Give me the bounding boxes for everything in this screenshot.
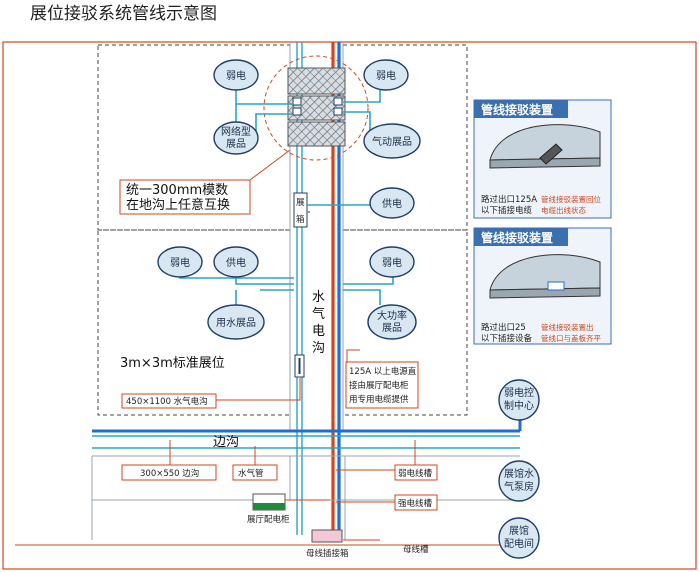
junction-box-char-2: 箱	[296, 214, 305, 225]
svg-text:配电间: 配电间	[504, 537, 534, 550]
svg-text:网络型: 网络型	[221, 125, 251, 138]
node-power-mid-left: 供电	[213, 246, 259, 278]
power-cable-tray-box	[394, 494, 438, 511]
svg-text:弱电: 弱电	[170, 256, 190, 269]
panel-bottom: 管线接驳装置 路过出口25 以下插接设备 管线接驳装置出 管线口与盖板齐平	[473, 227, 612, 345]
node-power-right-upper: 供电	[369, 187, 415, 219]
svg-text:弱电: 弱电	[382, 256, 402, 269]
panel-top-note-red-1: 管线接驳装置回位	[541, 194, 601, 204]
note-125a-line2: 接由展厅配电柜	[349, 380, 409, 391]
svg-text:弱电: 弱电	[226, 69, 246, 82]
node-water-gas-room: 展馆水 气泵房	[498, 460, 540, 502]
busbar-box-icon	[311, 529, 343, 543]
panel-top-note-black-1: 路过出口125A	[481, 194, 537, 205]
trench-char-1: 水	[312, 290, 325, 305]
hall-distribution-cabinet-icon	[252, 493, 286, 511]
page-title: 展位接驳系统管线示意图	[30, 4, 217, 24]
note-125a-line3: 用专用电缆提供	[349, 394, 409, 405]
svg-text:供电: 供电	[382, 197, 402, 210]
panel-top-title: 管线接驳装置	[481, 102, 553, 117]
booth-zone-top-left	[97, 44, 291, 231]
callout-modular-line1: 统一300mm模数	[126, 183, 228, 198]
svg-text:制中心: 制中心	[504, 399, 534, 412]
node-power-room: 展馆 配电间	[498, 517, 540, 559]
node-weak-mid-right: 弱电	[369, 246, 415, 278]
svg-text:大功率: 大功率	[377, 309, 407, 322]
svg-text:展品: 展品	[226, 138, 246, 150]
node-high-power-booth: 大功率 展品	[367, 304, 417, 340]
panel-bottom-title: 管线接驳装置	[481, 230, 553, 245]
svg-text:供电: 供电	[226, 256, 246, 269]
node-weak-mid-left: 弱电	[157, 246, 203, 278]
note-125a-line1: 125A 以上电源直	[349, 366, 417, 377]
booth-label: 3m×3m标准展位	[120, 356, 225, 371]
panel-bottom-note-black-1: 路过出口25	[481, 322, 526, 333]
panel-bottom-note-black-2: 以下插接设备	[481, 333, 533, 344]
callout-lines	[169, 149, 416, 541]
trench-char-4: 沟	[312, 341, 325, 356]
water-gas-pipe-box	[232, 464, 278, 481]
outer-frame	[2, 41, 697, 570]
svg-text:气泵房: 气泵房	[504, 480, 534, 493]
callout-modular-box	[119, 179, 251, 215]
note-125a-box	[345, 361, 419, 409]
svg-text:展品: 展品	[382, 322, 402, 334]
panel-top-note-black-2: 以下插接电缆	[481, 205, 533, 216]
weak-cable-tray-box	[394, 464, 438, 481]
node-pneumatic-booth: 气动展品	[363, 123, 421, 159]
side-trench-size-box	[121, 464, 217, 481]
booth-zone-bottom-left	[97, 229, 291, 416]
svg-text:弱电控: 弱电控	[504, 386, 534, 399]
svg-text:气动展品: 气动展品	[372, 135, 412, 148]
trench-size-label: 450×1100 水气电沟	[126, 396, 208, 407]
side-trench-size: 300×550 边沟	[140, 468, 199, 479]
panel-bottom-note-red-2: 管线口与盖板齐平	[541, 333, 601, 343]
panel-bottom-note-red-1: 管线接驳装置出	[541, 322, 594, 332]
busbar-box: 母线插接箱	[306, 548, 349, 559]
svg-text:展馆水: 展馆水	[504, 467, 534, 480]
highlight-circle	[263, 55, 369, 161]
trench-cover-plates	[287, 67, 346, 147]
svg-text:用水展品: 用水展品	[216, 317, 256, 329]
junction-box-char-1: 展	[296, 198, 305, 208]
callout-modular-line2: 在地沟上任意互换	[126, 197, 230, 213]
svg-text:展馆: 展馆	[509, 524, 529, 537]
svg-text:弱电: 弱电	[376, 69, 396, 82]
node-network-booth: 网络型 展品	[213, 121, 259, 155]
trench-char-2: 气	[312, 306, 325, 322]
trench-label: 水 气 电 沟	[312, 290, 325, 356]
trench-char-3: 电	[312, 324, 325, 339]
weak-cable-tray: 弱电线槽	[398, 468, 433, 479]
node-water-booth: 用水展品	[207, 304, 265, 340]
node-weak-top-left: 弱电	[213, 59, 259, 91]
water-gas-pipe: 水气管	[238, 468, 264, 479]
busbar-trough: 母线槽	[403, 544, 429, 555]
trench-size-box	[121, 393, 217, 409]
power-cable-tray: 强电线槽	[398, 498, 433, 509]
node-weak-top-right: 弱电	[363, 59, 409, 91]
node-weak-control-center: 弱电控 制中心	[498, 379, 540, 421]
panel-top: 管线接驳装置 路过出口125A 以下插接电缆 管线接驳装置回位 电缆出线状态	[473, 99, 612, 219]
panel-top-note-red-2: 电缆出线状态	[541, 205, 586, 215]
side-trench-label: 边沟	[213, 435, 239, 450]
junction-box-upper	[293, 192, 308, 228]
hall-distribution-cabinet: 展厅配电柜	[247, 514, 290, 525]
